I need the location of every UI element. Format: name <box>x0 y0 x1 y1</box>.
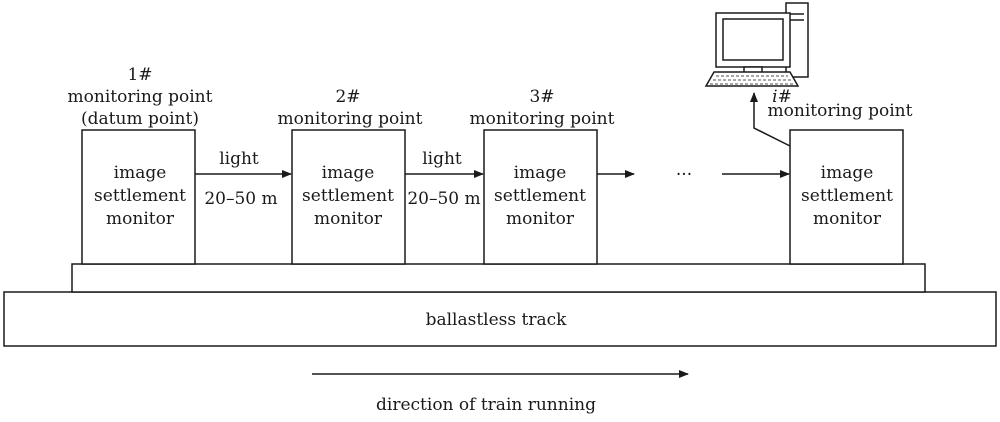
monitor-id-label: i# <box>772 87 792 107</box>
monitor-title: monitoring point <box>768 101 913 121</box>
monitor-body-line: monitor <box>813 209 882 229</box>
desktop-computer-icon <box>704 2 809 87</box>
monitor-id-label: 1# <box>127 65 152 85</box>
monitor-body-line: settlement <box>494 186 586 206</box>
monitor-box <box>81 129 196 265</box>
monitor-body-line: image <box>514 163 567 183</box>
direction-label: direction of train running <box>376 395 596 415</box>
monitor-1: 1# monitoring point (datum point) image … <box>68 65 213 265</box>
monitor-body-line: settlement <box>801 186 893 206</box>
monitor-3: 3# monitoring point image settlement mon… <box>470 87 615 265</box>
monitor-body-line: monitor <box>506 209 575 229</box>
ballastless-track-base <box>3 291 997 347</box>
monitor-i: i# monitoring point image settlement mon… <box>768 87 913 265</box>
monitor-body-line: settlement <box>94 186 186 206</box>
monitor-id-label: 2# <box>335 87 360 107</box>
link-label: light <box>219 149 259 169</box>
monitor-title: monitoring point <box>278 109 423 129</box>
link-label: light <box>422 149 462 169</box>
monitor-body-line: image <box>114 163 167 183</box>
monitor-body-line: image <box>322 163 375 183</box>
monitor-body-line: settlement <box>302 186 394 206</box>
link-2-3: light 20–50 m <box>405 149 484 209</box>
monitor-id-label: 3# <box>529 87 554 107</box>
track-slab <box>71 263 926 293</box>
track-label: ballastless track <box>426 310 568 330</box>
computer-link-line <box>750 92 791 147</box>
link-1-2: light 20–50 m <box>195 149 292 209</box>
link-distance: 20–50 m <box>407 189 480 209</box>
monitor-subtitle: (datum point) <box>81 109 199 129</box>
monitor-body-line: image <box>821 163 874 183</box>
monitor-2: 2# monitoring point image settlement mon… <box>278 87 423 265</box>
monitor-body-line: monitor <box>314 209 383 229</box>
ellipsis: ··· <box>676 165 692 185</box>
monitor-title: monitoring point <box>470 109 615 129</box>
monitor-box <box>483 129 598 265</box>
link-distance: 20–50 m <box>204 189 277 209</box>
monitor-box <box>789 129 904 265</box>
monitor-box <box>291 129 406 265</box>
monitor-title: monitoring point <box>68 87 213 107</box>
monitor-body-line: monitor <box>106 209 175 229</box>
